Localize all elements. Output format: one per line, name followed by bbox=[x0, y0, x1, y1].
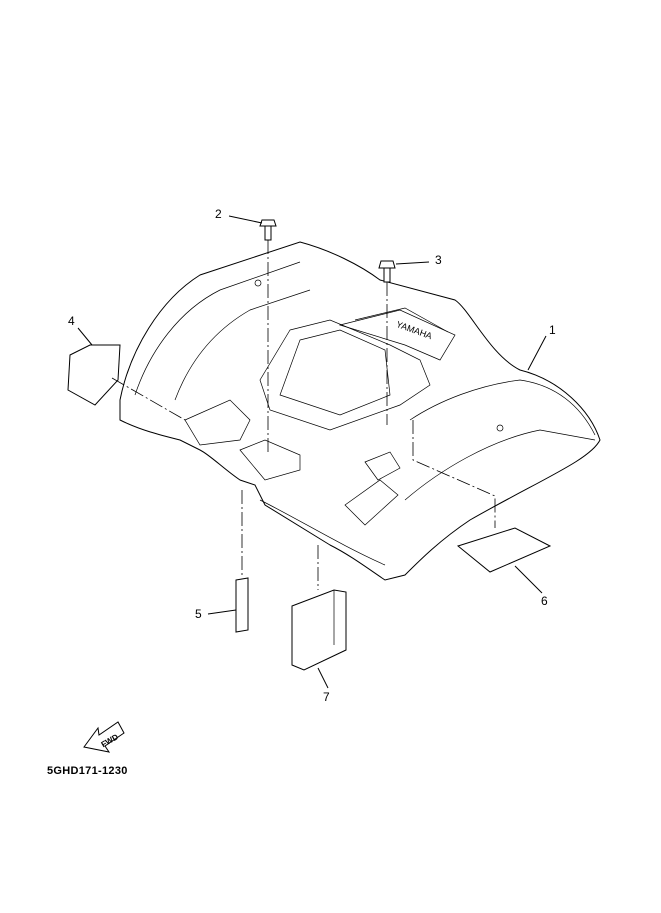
bolt-part-2 bbox=[259, 219, 277, 241]
callout-3: 3 bbox=[435, 253, 442, 267]
rear-fender-part-1: YAMAHA bbox=[119, 241, 601, 581]
callout-5: 5 bbox=[195, 607, 202, 621]
callout-7: 7 bbox=[323, 690, 330, 704]
callout-2: 2 bbox=[215, 207, 222, 221]
flap-part-7 bbox=[291, 589, 347, 671]
bolt-part-3 bbox=[378, 260, 396, 283]
callout-6: 6 bbox=[541, 594, 548, 608]
plate-part-6 bbox=[456, 527, 552, 573]
cover-part-4 bbox=[67, 344, 121, 406]
callout-1: 1 bbox=[549, 323, 556, 337]
diagram-code: 5GHD171-1230 bbox=[47, 765, 128, 777]
fwd-arrow-icon: FWD bbox=[83, 721, 125, 753]
callout-4: 4 bbox=[68, 314, 75, 328]
bracket-part-5 bbox=[235, 577, 249, 633]
